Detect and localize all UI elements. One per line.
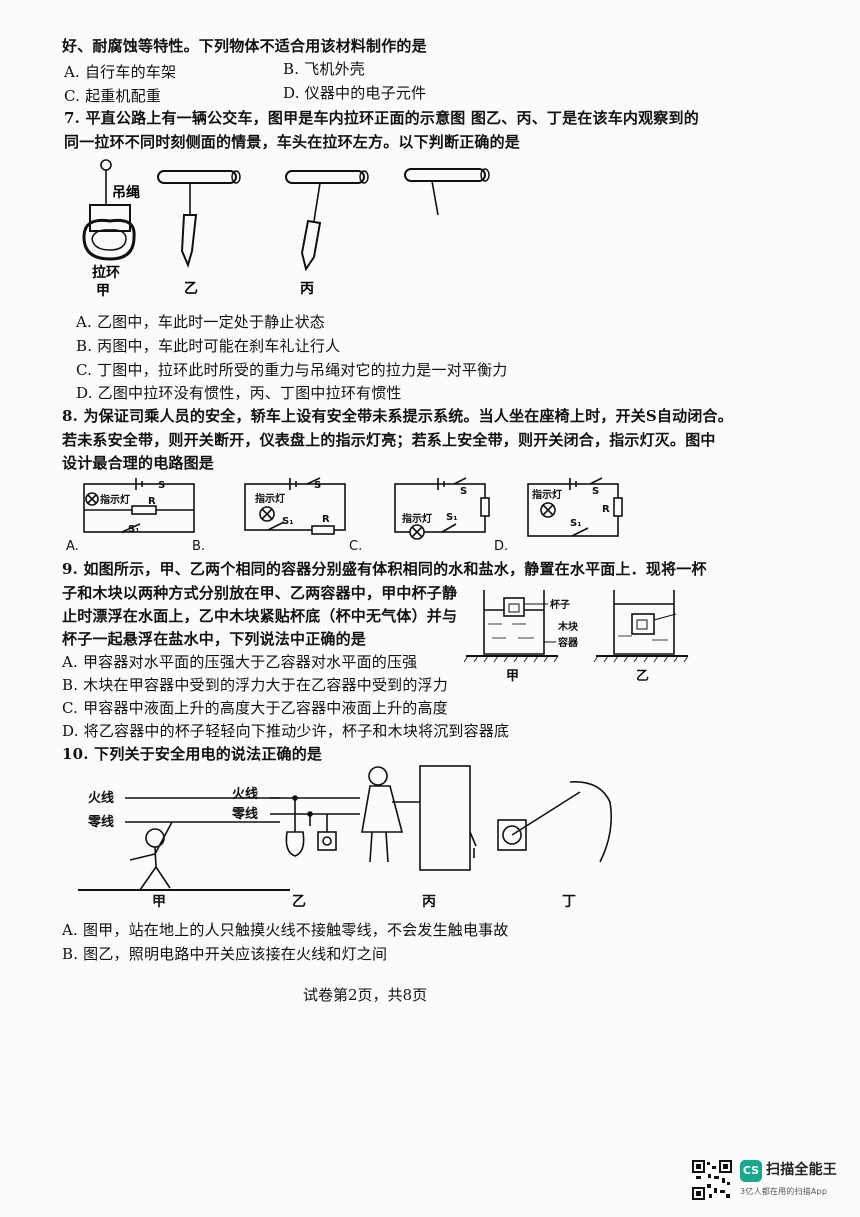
- camscanner-logo: CS: [740, 1160, 762, 1182]
- circuit-a-r-label: R: [148, 496, 156, 507]
- qr-code-icon: [692, 1160, 732, 1200]
- circuit-b-lamp-label: 指示灯: [255, 492, 285, 505]
- fig-jia-label: 甲: [96, 283, 110, 299]
- circuit-a-option: A.: [66, 539, 79, 554]
- q7-option-c: C. 丁图中，拉环此时所受的重力与吊绳对它的拉力是一对平衡力: [76, 361, 508, 379]
- q8-stem-line2: 若未系安全带，则开关断开，仪表盘上的指示灯亮；若系上安全带，则开关闭合，指示灯灭…: [62, 431, 716, 449]
- jia-live-label: 火线: [88, 790, 114, 806]
- q6-option-c: C. 起重机配重: [64, 87, 162, 105]
- yi-live-label: 火线: [232, 786, 258, 802]
- q9-stem-line1: 9. 如图所示，甲、乙两个相同的容器分别盛有体积相同的水和盐水，静置在水平面上．…: [62, 560, 707, 578]
- circuit-b-s-label: S: [314, 480, 321, 491]
- q10-figure: 火线 零线 火线 零线 甲 乙 丙 丁: [78, 765, 613, 910]
- fig-bing-label: 丙: [300, 281, 314, 297]
- q7-stem-line1: 7. 平直公路上有一辆公交车，图甲是车内拉环正面的示意图 图乙、丙、丁是在该车内…: [64, 109, 699, 127]
- q10-option-a: A. 图甲，站在地上的人只触摸火线不接触零线，不会发生触电事故: [62, 921, 509, 939]
- circuit-d-option: D.: [494, 539, 508, 554]
- q9-stem-line4: 杯子一起悬浮在盐水中，下列说法中正确的是: [62, 630, 367, 648]
- q9-option-b: B. 木块在甲容器中受到的浮力大于在乙容器中受到的浮力: [62, 676, 448, 694]
- q7-figure: 吊绳 拉环 甲 乙 丙: [82, 159, 490, 299]
- circuit-a-lamp-label: 指示灯: [100, 493, 130, 506]
- q10-option-b: B. 图乙，照明电路中开关应该接在火线和灯之间: [62, 945, 388, 963]
- circuit-d-s-label: S: [592, 486, 599, 497]
- q6-option-b: B. 飞机外壳: [283, 60, 365, 78]
- yi-neutral-label: 零线: [231, 806, 258, 822]
- circuit-c-lamp-label: 指示灯: [402, 512, 432, 525]
- circuit-d-lamp-label: 指示灯: [532, 488, 562, 501]
- q9-option-d: D. 将乙容器中的杯子轻轻向下推动少许，杯子和木块将沉到容器底: [62, 722, 510, 740]
- q6-stem-tail: 好、耐腐蚀等特性。下列物体不适合用该材料制作的是: [62, 37, 427, 55]
- circuit-a-s1-label: S₁: [128, 524, 140, 535]
- circuit-c-s1-label: S₁: [446, 512, 458, 523]
- q8-stem-line3: 设计最合理的电路图是: [62, 454, 215, 472]
- fig-yi-label: 乙: [184, 281, 198, 297]
- circuit-c-s-label: S: [460, 486, 467, 497]
- block-label: 木块: [557, 620, 579, 633]
- circuit-a-s-label: S: [158, 480, 165, 491]
- jia-neutral-label: 零线: [87, 814, 114, 830]
- circuit-d-s1-label: S₁: [570, 518, 582, 529]
- q9-option-a: A. 甲容器对水平面的压强大于乙容器对水平面的压强: [62, 653, 418, 671]
- camscanner-brand: 扫描全能王: [766, 1162, 837, 1178]
- circuit-d-r-label: R: [602, 504, 610, 515]
- rope-label: 吊绳: [112, 184, 140, 201]
- circuit-c-option: C.: [349, 539, 362, 554]
- q9-stem-line3: 止时漂浮在水面上，乙中木块紧贴杯底（杯中无气体）并与: [62, 607, 458, 625]
- q6-option-d: D. 仪器中的电子元件: [283, 84, 427, 102]
- ring-label: 拉环: [92, 264, 120, 281]
- q9-stem-line2: 子和木块以两种方式分别放在甲、乙两容器中，甲中杯子静: [62, 584, 458, 602]
- q10-fig-yi-label: 乙: [292, 894, 306, 910]
- q8-stem-line1: 8. 为保证司乘人员的安全，轿车上设有安全带未系提示系统。当人坐在座椅上时，开关…: [62, 407, 733, 425]
- q6-option-a: A. 自行车的车架: [64, 63, 177, 81]
- q9-option-c: C. 甲容器中液面上升的高度大于乙容器中液面上升的高度: [62, 699, 448, 717]
- page-footer: 试卷第2页，共8页: [303, 986, 428, 1004]
- circuit-b-r-label: R: [322, 514, 330, 525]
- q10-fig-bing-label: 丙: [422, 894, 436, 910]
- q10-fig-jia-label: 甲: [152, 894, 166, 910]
- circuit-b-option: B.: [192, 539, 205, 554]
- circuit-b-s1-label: S₁: [282, 516, 294, 527]
- q7-option-a: A. 乙图中，车此时一定处于静止状态: [76, 313, 325, 331]
- q7-stem-line2: 同一拉环不同时刻侧面的情景，车头在拉环左方。以下判断正确的是: [64, 133, 521, 151]
- q9-fig-yi-label: 乙: [636, 669, 649, 684]
- q7-option-d: D. 乙图中拉环没有惯性，丙、丁图中拉环有惯性: [76, 384, 402, 402]
- container-label: 容器: [557, 636, 579, 649]
- q8-circuits: 指示灯 S R S₁ 指示灯 S S₁ R S 指示灯 S₁ 指示灯 S R S…: [66, 477, 623, 554]
- cup-label: 杯子: [550, 598, 570, 611]
- q9-fig-jia-label: 甲: [506, 669, 519, 684]
- q10-fig-ding-label: 丁: [562, 894, 576, 910]
- q7-option-b: B. 丙图中，车此时可能在刹车礼让行人: [76, 337, 341, 355]
- q9-figure: 杯子 木块 容器 甲 乙: [463, 590, 689, 684]
- q10-stem: 10. 下列关于安全用电的说法正确的是: [62, 745, 323, 763]
- camscanner-tagline: 3亿人都在用的扫描App: [740, 1187, 828, 1196]
